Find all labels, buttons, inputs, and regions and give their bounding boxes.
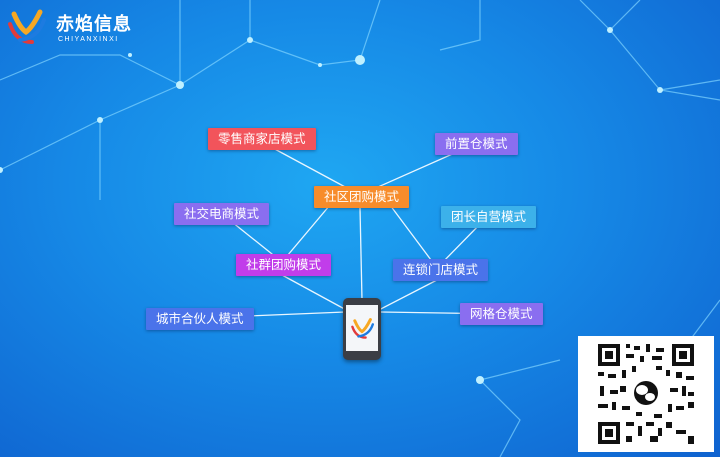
- node-city-partner[interactable]: 城市合伙人模式: [146, 308, 254, 330]
- brand-name-en: CHIYANXINXI: [58, 36, 119, 43]
- phone-device: [343, 298, 381, 360]
- node-grid-warehouse[interactable]: 网格仓模式: [460, 303, 543, 325]
- chiyan-logo-icon: [8, 9, 46, 44]
- qr-code: [596, 342, 696, 446]
- phone-screen: [346, 305, 378, 351]
- phone-app-logo-icon: [351, 318, 374, 339]
- node-leader-self-run[interactable]: 团长自营模式: [441, 206, 537, 228]
- brand-logo: 赤焰信息 CHIYANXINXI: [6, 6, 136, 46]
- node-social-ecommerce[interactable]: 社交电商模式: [174, 203, 270, 225]
- qr-code-card[interactable]: [578, 336, 714, 452]
- node-community-group[interactable]: 社群团购模式: [236, 254, 332, 276]
- node-retail-store[interactable]: 零售商家店模式: [208, 128, 316, 150]
- node-community-groupbuy[interactable]: 社区团购模式: [314, 186, 410, 208]
- wechat-icon: [634, 381, 658, 405]
- node-front-warehouse[interactable]: 前置仓模式: [435, 133, 518, 155]
- node-chain-store[interactable]: 连锁门店模式: [393, 259, 489, 281]
- brand-name-cn: 赤焰信息: [56, 14, 132, 35]
